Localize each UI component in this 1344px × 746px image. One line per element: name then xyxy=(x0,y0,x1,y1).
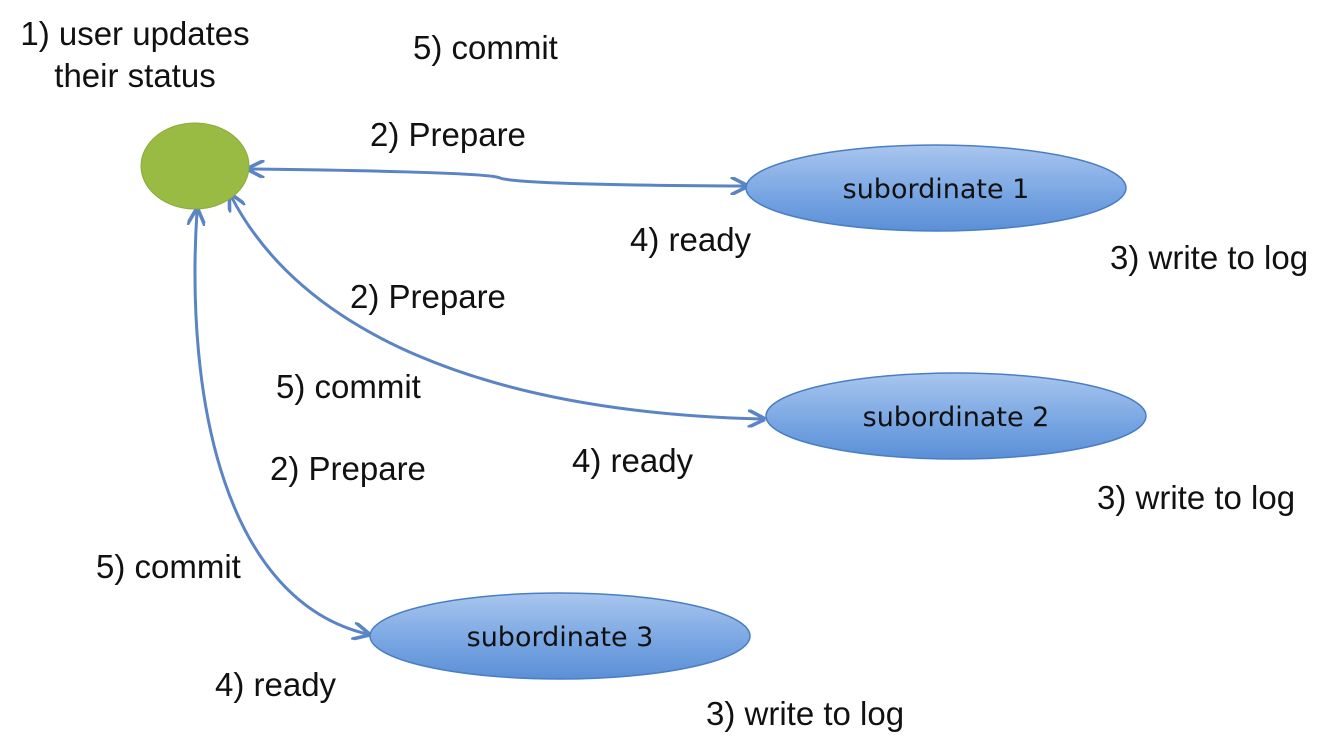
coordinator-label-line-1: 1) user updates xyxy=(20,15,250,52)
subordinate-3-node: subordinate 3 xyxy=(369,592,751,680)
commit-label-2: 5) commit xyxy=(276,368,421,405)
subordinate-2-label: subordinate 2 xyxy=(863,402,1050,433)
ready-label-3: 4) ready xyxy=(215,666,337,703)
ready-label-2: 4) ready xyxy=(572,442,694,479)
prepare-label-2: 2) Prepare xyxy=(350,278,506,315)
subordinate-1-node: subordinate 1 xyxy=(745,144,1127,232)
coordinator-label-line-2: their status xyxy=(54,57,216,94)
prepare-label-3: 2) Prepare xyxy=(270,450,426,487)
coordinator-node xyxy=(140,122,250,210)
commit-label-3: 5) commit xyxy=(96,548,241,585)
write-log-label-3: 3) write to log xyxy=(706,695,905,732)
arrow-coordinator-subordinate-1 xyxy=(250,169,745,186)
ready-label-1: 4) ready xyxy=(630,221,752,258)
arrow-coordinator-subordinate-3 xyxy=(195,211,367,634)
subordinate-2-node: subordinate 2 xyxy=(765,372,1147,460)
subordinate-3-label: subordinate 3 xyxy=(467,622,654,653)
write-log-label-1: 3) write to log xyxy=(1110,239,1309,276)
write-log-label-2: 3) write to log xyxy=(1097,479,1296,516)
subordinate-1-label: subordinate 1 xyxy=(843,174,1030,205)
prepare-label-1: 2) Prepare xyxy=(370,116,526,153)
commit-label-1: 5) commit xyxy=(413,29,558,66)
coordinator-label: 1) user updates their status xyxy=(5,13,265,97)
